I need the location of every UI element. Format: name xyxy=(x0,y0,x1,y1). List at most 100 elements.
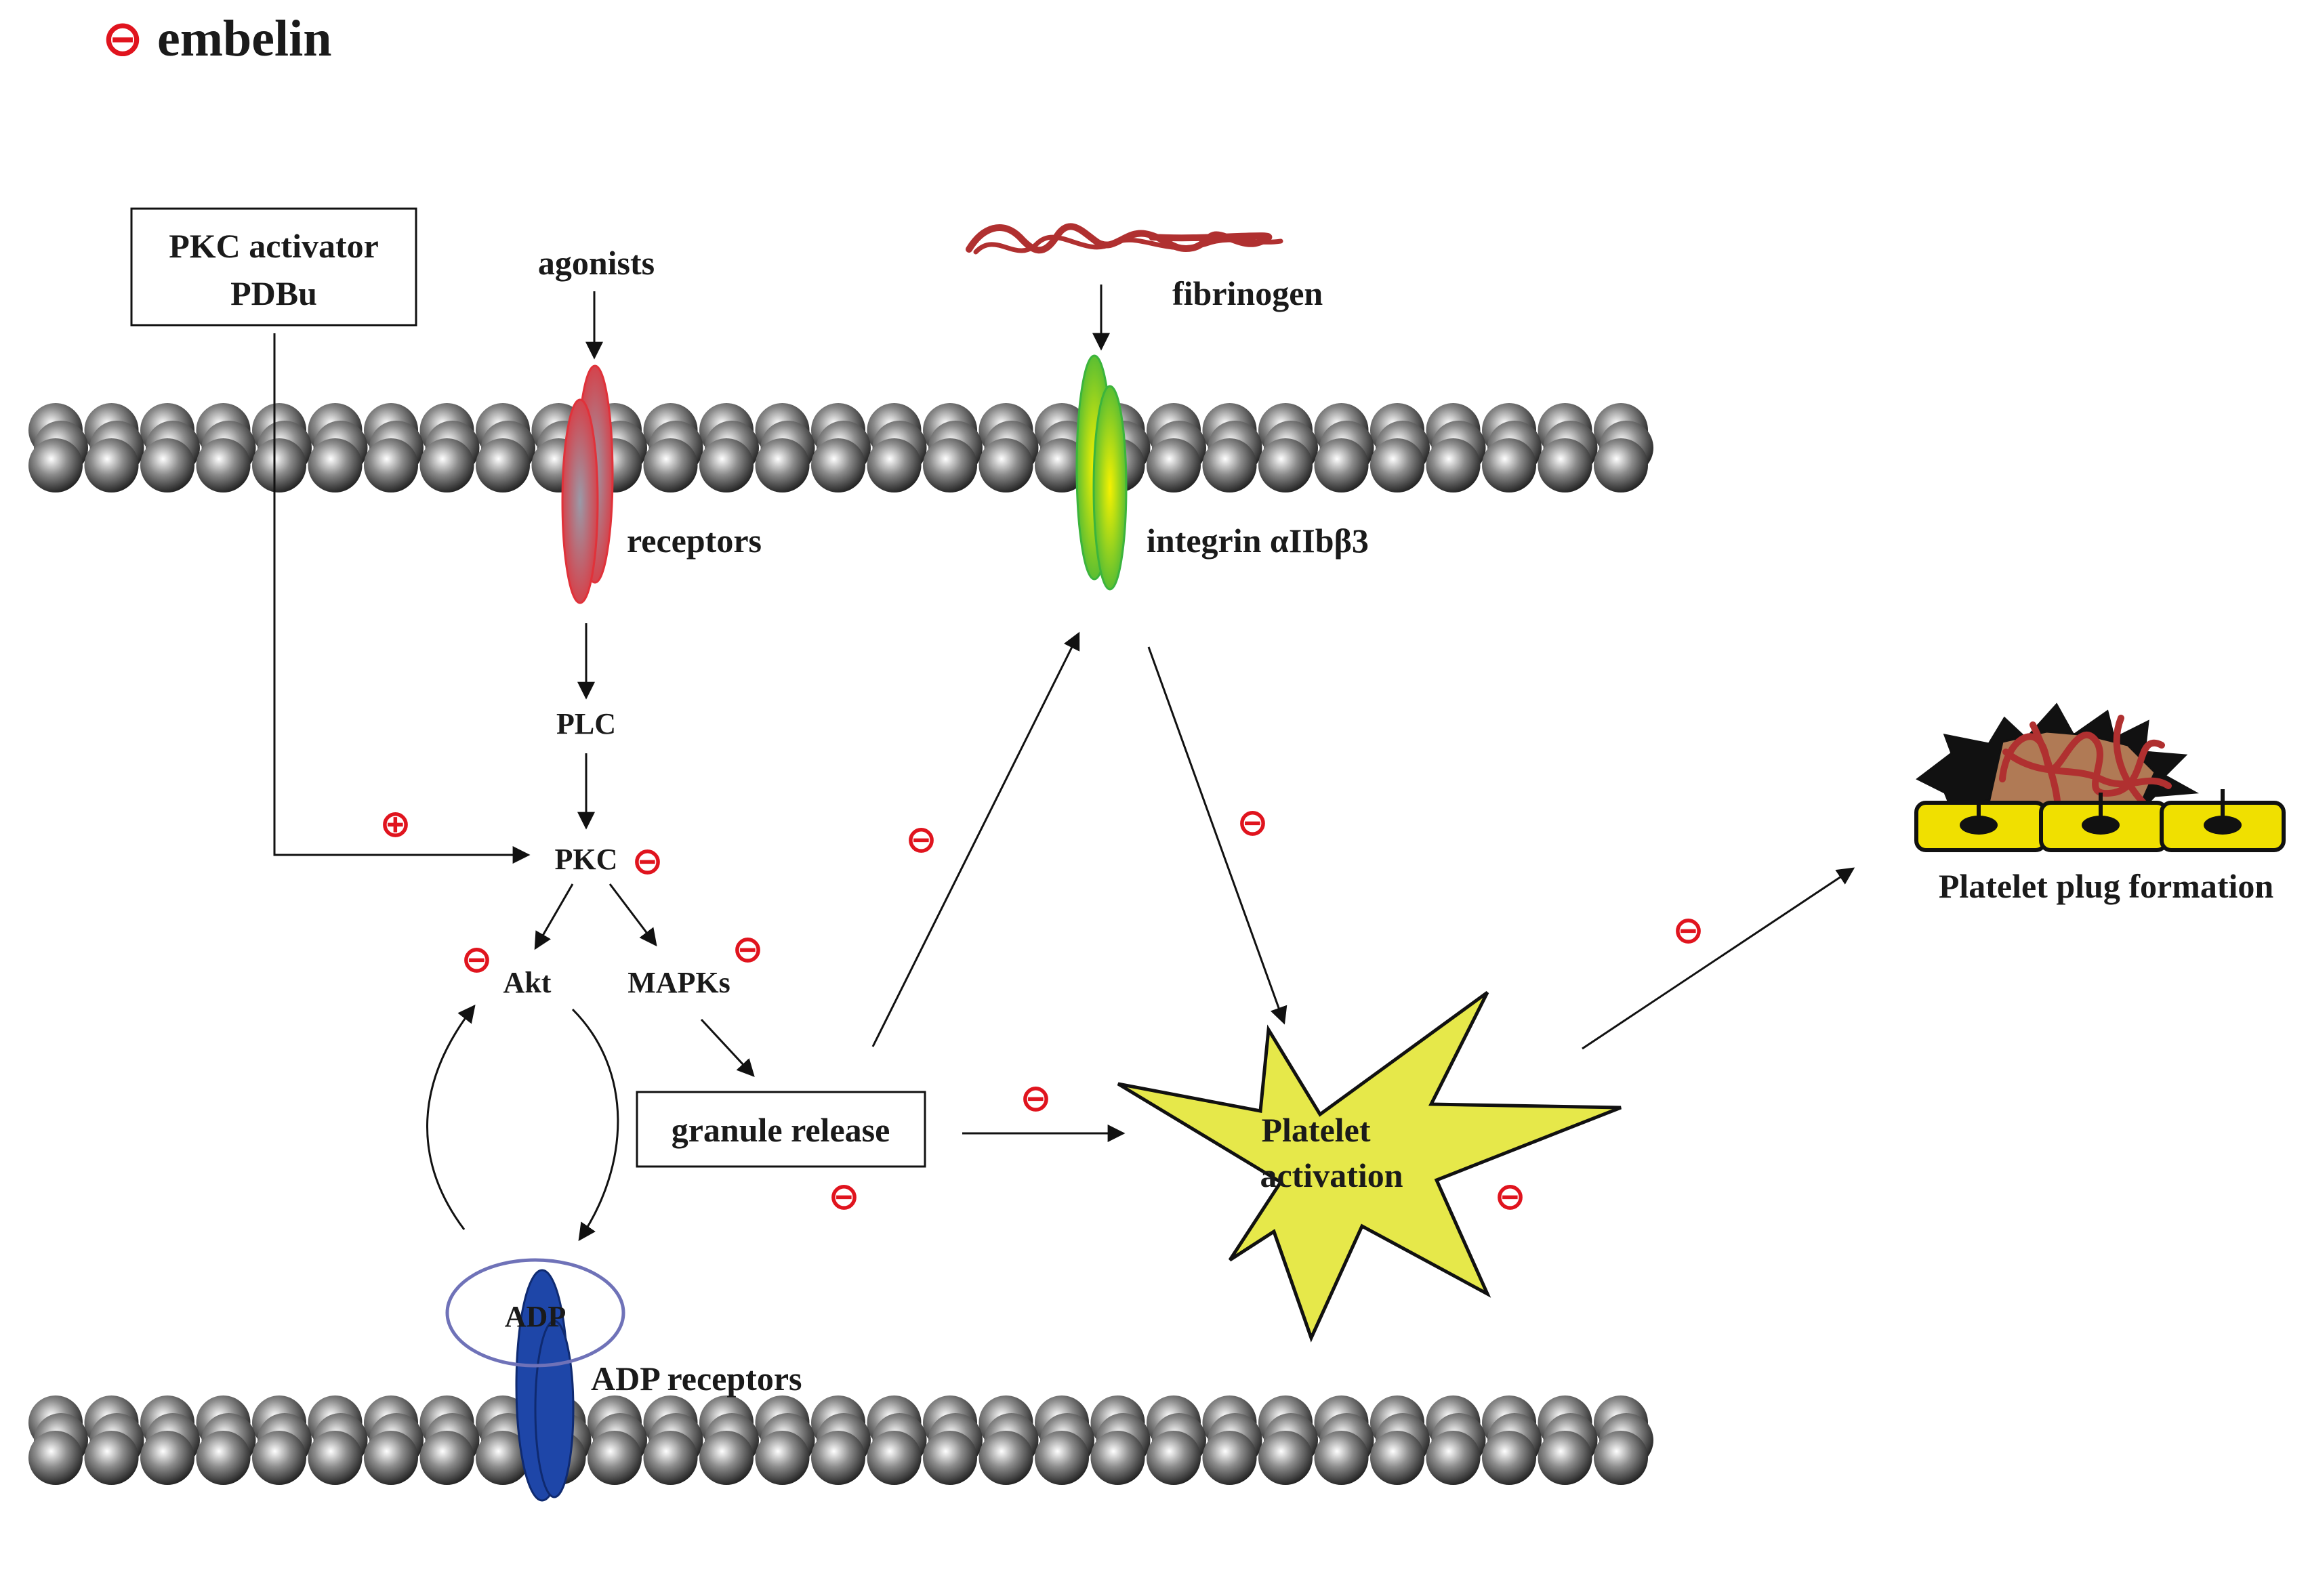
akt-to-adp-arrow xyxy=(571,1008,619,1242)
lipid-head xyxy=(196,1431,251,1485)
lipid-head xyxy=(419,438,474,492)
lipid-head xyxy=(252,438,306,492)
platelet-plug-icon xyxy=(1914,702,2286,852)
lower-membrane xyxy=(28,1395,1653,1485)
plc-label: PLC xyxy=(556,707,616,740)
pdbu-to-pkc-arrow xyxy=(273,333,531,864)
lipid-head xyxy=(1594,1431,1648,1485)
lipid-head xyxy=(923,1431,977,1485)
lipid-head xyxy=(1426,438,1481,492)
agonist-receptor-front xyxy=(561,398,599,604)
lipid-head xyxy=(643,1431,698,1485)
lipid-head xyxy=(419,1431,474,1485)
lipid-head xyxy=(1426,1431,1481,1485)
adp-label: ADP xyxy=(505,1300,566,1333)
granule-inhibit-icon: ⊖ xyxy=(828,1175,860,1219)
lipid-head xyxy=(755,1431,810,1485)
legend-inhibit-symbol: ⊖ xyxy=(102,9,144,68)
lipid-head xyxy=(1314,438,1369,492)
integrin-front xyxy=(1092,385,1128,591)
pkc-inhibit-icon: ⊖ xyxy=(632,839,663,883)
legend-embelin-label: embelin xyxy=(157,10,332,67)
lipid-head xyxy=(84,438,139,492)
granule-activation-inhibit-icon: ⊖ xyxy=(1020,1076,1052,1120)
integrin-activation-inhibit-icon: ⊖ xyxy=(1237,801,1269,845)
integrin-to-activation-arrow xyxy=(1147,646,1287,1025)
lipid-head xyxy=(588,1431,642,1485)
akt-label: Akt xyxy=(503,966,552,999)
granule-integrin-inhibit-icon: ⊖ xyxy=(905,818,937,862)
lipid-head xyxy=(1370,438,1424,492)
upper-membrane xyxy=(28,403,1653,492)
pkc-label: PKC xyxy=(555,843,618,876)
pkc-to-mapks-arrow xyxy=(609,883,657,947)
lipid-head xyxy=(1482,438,1536,492)
lipid-head xyxy=(28,1431,83,1485)
lipid-head xyxy=(364,1431,418,1485)
akt-inhibit-icon: ⊖ xyxy=(461,938,493,982)
lipid-head xyxy=(1147,1431,1201,1485)
lipid-head xyxy=(811,438,865,492)
platelet-plug-label: Platelet plug formation xyxy=(1939,867,2274,905)
lipid-head xyxy=(1258,438,1313,492)
lipid-head xyxy=(1090,1431,1145,1485)
lipid-head xyxy=(867,1431,922,1485)
lipid-head xyxy=(28,438,83,492)
lipid-head xyxy=(84,1431,139,1485)
lipid-head xyxy=(1538,438,1592,492)
lipid-head xyxy=(978,1431,1033,1485)
pkc-activator-box xyxy=(130,207,417,327)
lipid-head xyxy=(196,438,251,492)
receptors-label: receptors xyxy=(627,522,762,560)
lipid-head xyxy=(1035,438,1089,492)
granule-release-label: granule release xyxy=(672,1111,890,1149)
lipid-head xyxy=(140,1431,194,1485)
activation-to-plug-arrow xyxy=(1582,867,1855,1050)
lipid-head xyxy=(811,1431,865,1485)
lipid-head xyxy=(308,1431,363,1485)
activation-inhibit-icon: ⊖ xyxy=(1494,1175,1526,1219)
lipid-head xyxy=(308,438,363,492)
adp-ring xyxy=(445,1258,625,1368)
fibrinogen-strand-2 xyxy=(973,234,1283,255)
lipid-head xyxy=(1594,438,1648,492)
lipid-head xyxy=(755,438,810,492)
lipid-head xyxy=(1202,438,1257,492)
lipid-head xyxy=(1482,1431,1536,1485)
agonists-label: agonists xyxy=(538,244,655,282)
lipid-head xyxy=(1314,1431,1369,1485)
lipid-head xyxy=(1202,1431,1257,1485)
lipid-head xyxy=(1258,1431,1313,1485)
adp-receptors-label: ADP receptors xyxy=(591,1360,802,1398)
granule-release-box xyxy=(636,1091,926,1168)
platelet-activation-star xyxy=(1117,990,1622,1343)
lipid-head xyxy=(252,1431,306,1485)
lipid-head xyxy=(1538,1431,1592,1485)
platelet-activation-label-2: activation xyxy=(1260,1156,1403,1194)
lipid-head xyxy=(978,438,1033,492)
lipid-head xyxy=(867,438,922,492)
mapks-inhibit-icon: ⊖ xyxy=(732,927,764,971)
mapks-label: MAPKs xyxy=(627,966,730,999)
pdbu-stimulate-icon: ⊕ xyxy=(379,802,411,846)
lipid-head xyxy=(1370,1431,1424,1485)
lipid-head xyxy=(1147,438,1201,492)
lipid-head xyxy=(699,1431,754,1485)
pkc-activator-label: PKC activator xyxy=(169,227,379,265)
lipid-head xyxy=(140,438,194,492)
adp-receptor-body-2 xyxy=(534,1320,575,1498)
lipid-head xyxy=(643,438,698,492)
mapks-to-granule-arrow xyxy=(700,1018,755,1077)
lipid-head xyxy=(476,1431,530,1485)
lipid-head xyxy=(364,438,418,492)
fibrinogen-label: fibrinogen xyxy=(1172,274,1323,312)
adp-to-akt-arrow xyxy=(426,1004,476,1230)
lipid-head xyxy=(699,438,754,492)
plug-inhibit-icon: ⊖ xyxy=(1672,908,1704,952)
granule-to-integrin-arrow xyxy=(871,631,1080,1047)
platelet-activation-label-1: Platelet xyxy=(1261,1111,1370,1149)
lipid-head xyxy=(923,438,977,492)
integrin-label: integrin αIIbβ3 xyxy=(1147,522,1369,560)
